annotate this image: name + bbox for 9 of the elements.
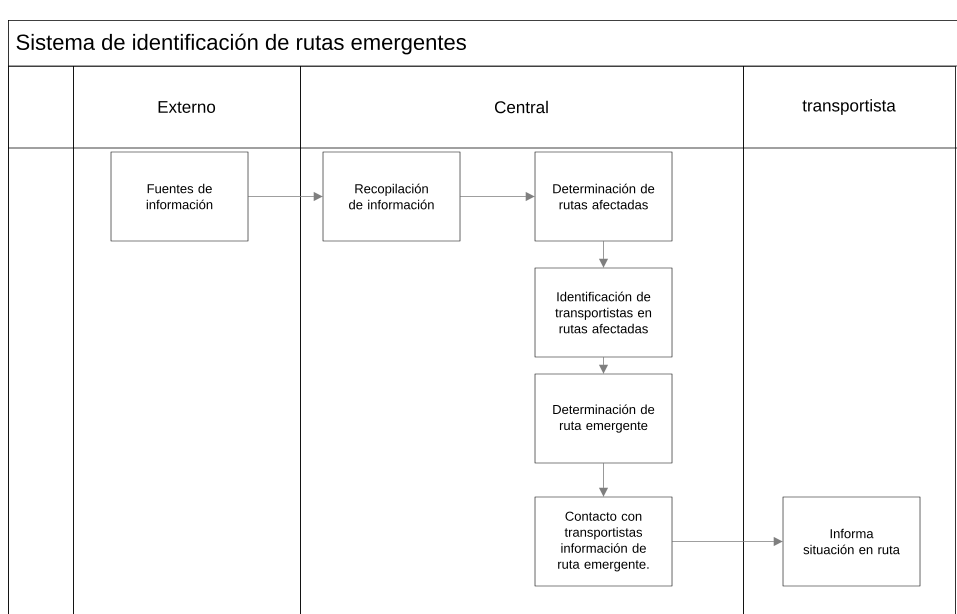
pool-title: Sistema de identificación de rutas emergentes: [16, 34, 466, 54]
process-box: Contacto con transportistas información de ruta emergente.: [534, 496, 672, 586]
process-box: Recopilación de información: [322, 152, 460, 242]
process-box: Determinación de rutas afectadas: [534, 152, 672, 242]
process-box: Determinación de ruta emergente: [534, 374, 672, 464]
process-box: Identificación de transportistas en rutas afectadas: [534, 268, 672, 358]
process-box: Informa situación en ruta: [782, 496, 920, 586]
empty-column: [8, 66, 74, 614]
process-box: Fuentes de información: [110, 152, 248, 242]
